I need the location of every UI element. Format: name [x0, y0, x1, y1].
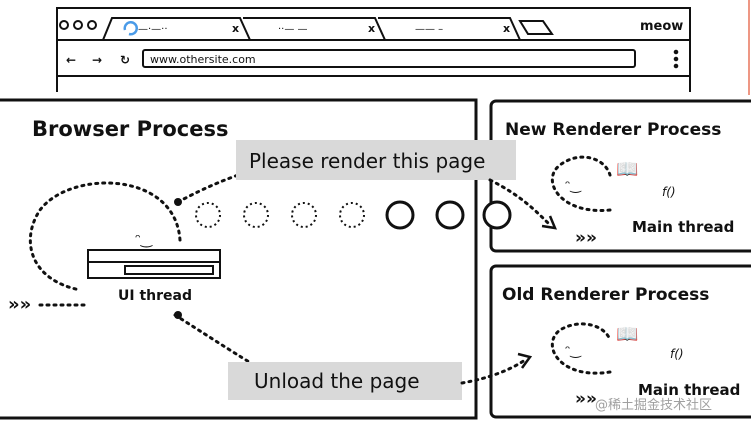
- tab-1[interactable]: [102, 17, 251, 41]
- forward-icon[interactable]: →: [92, 53, 102, 67]
- loading-icon: [123, 21, 138, 36]
- face-icon: ᵔ‿: [565, 179, 582, 194]
- tab-1-title: —·—··: [138, 24, 168, 35]
- old-renderer-title: Old Renderer Process: [502, 285, 709, 305]
- new-main-thread-label: Main thread: [632, 218, 734, 236]
- tab-3-title: —— –: [415, 24, 443, 35]
- tab-3[interactable]: [378, 17, 521, 41]
- address-text: www.othersite.com: [150, 53, 256, 66]
- new-tab-button[interactable]: [518, 20, 554, 35]
- browser-process-title: Browser Process: [32, 117, 228, 141]
- tab-2-title: ··— —: [278, 24, 308, 35]
- function-icon: f(): [662, 185, 676, 199]
- ui-thread-path: [28, 173, 292, 387]
- face-icon: ᵔ‿: [135, 232, 153, 248]
- watermark: @稀土掘金技术社区: [595, 397, 712, 413]
- chevrons-icon: »»: [575, 389, 597, 409]
- function-icon: f(): [670, 347, 684, 361]
- unload-message-box: [228, 362, 462, 400]
- reload-icon[interactable]: ↻: [120, 53, 130, 67]
- browser-window: [56, 7, 691, 92]
- window-control-icon[interactable]: [73, 20, 83, 30]
- old-main-thread-label: Main thread: [638, 381, 740, 399]
- face-icon: ᵔ‿: [565, 344, 582, 359]
- tab-close-icon[interactable]: x: [368, 22, 375, 35]
- new-renderer-title: New Renderer Process: [505, 120, 721, 140]
- chevrons-icon: »»: [575, 228, 597, 248]
- ui-thread-label: UI thread: [118, 288, 192, 304]
- tab-close-icon[interactable]: x: [503, 22, 510, 35]
- tab-2[interactable]: [243, 17, 386, 41]
- tab-close-icon[interactable]: x: [232, 22, 239, 35]
- book-icon: 📖: [616, 324, 638, 345]
- book-icon: 📖: [616, 159, 638, 180]
- address-bar[interactable]: [142, 49, 636, 68]
- render-message: Please render this page: [249, 149, 485, 173]
- back-icon[interactable]: ←: [66, 53, 76, 67]
- old-renderer-box: [489, 264, 751, 419]
- chevrons-icon: »»: [8, 294, 31, 315]
- browser-process-box: [0, 98, 478, 420]
- unload-message: Unload the page: [254, 369, 420, 393]
- message-queue: [195, 200, 512, 230]
- brand-text: meow: [640, 19, 683, 34]
- mini-browser-icon: [87, 249, 221, 279]
- render-message-box: [236, 140, 516, 180]
- window-control-icon[interactable]: [87, 20, 97, 30]
- window-control-icon[interactable]: [59, 20, 69, 30]
